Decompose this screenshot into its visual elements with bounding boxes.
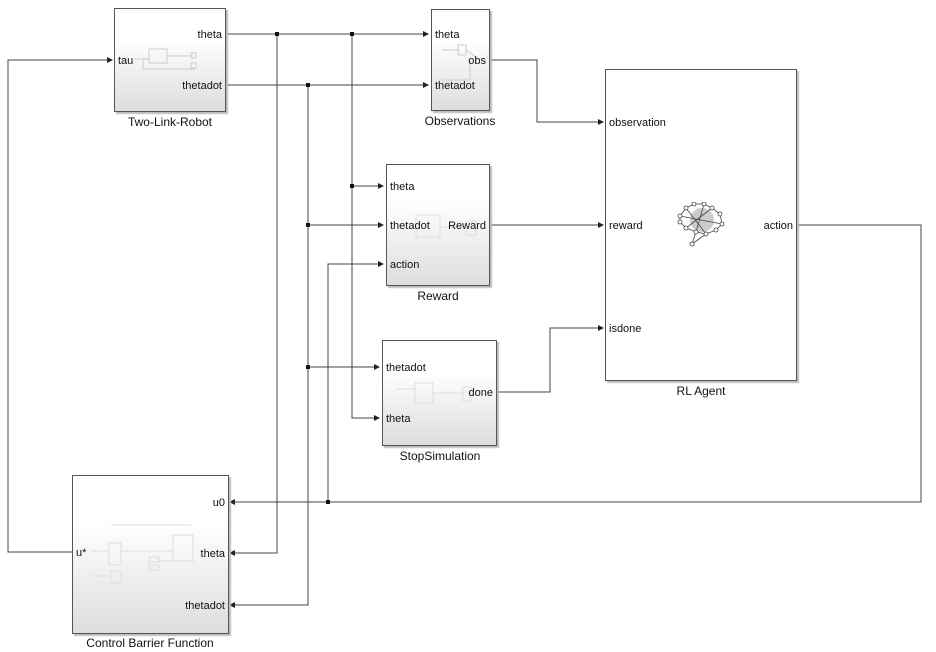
- wire-theta-reward[interactable]: [351, 34, 384, 189]
- port-theta: theta: [200, 548, 225, 560]
- junction-dot: [306, 83, 310, 87]
- port-thetadot: thetadot: [185, 600, 225, 612]
- control-barrier-function-block[interactable]: u* u0 theta thetadot: [72, 475, 229, 634]
- port-observation: observation: [609, 117, 666, 129]
- wire-u-star-tau[interactable]: [7, 57, 113, 553]
- port-tau: tau: [118, 55, 134, 67]
- wire-thetadot-cbf[interactable]: [229, 85, 309, 608]
- port-isdone: isdone: [609, 323, 642, 335]
- junction-dot: [306, 223, 310, 227]
- stop-simulation-block[interactable]: thetadot theta done: [382, 340, 497, 446]
- port-done: done: [468, 387, 493, 399]
- port-reward: Reward: [448, 220, 486, 232]
- wire-theta-stop[interactable]: [351, 186, 380, 421]
- wire-theta-cbf[interactable]: [229, 34, 278, 556]
- port-theta: theta: [197, 29, 222, 41]
- wire-obs[interactable]: [490, 59, 604, 125]
- rl-agent-label: RL Agent: [676, 384, 726, 398]
- port-action: action: [390, 259, 420, 271]
- reward-label: Reward: [417, 289, 459, 303]
- junction-dot: [350, 32, 354, 36]
- junction-dot: [306, 365, 310, 369]
- junction-dot: [326, 500, 330, 504]
- port-theta: theta: [390, 181, 415, 193]
- observations-block[interactable]: theta thetadot obs: [431, 9, 490, 111]
- control-barrier-function-label: Control Barrier Function: [86, 636, 214, 650]
- port-thetadot: thetadot: [386, 362, 426, 374]
- subsystem-preview-icon: [442, 44, 481, 81]
- observations-label: Observations: [424, 114, 496, 128]
- port-action: action: [763, 220, 793, 232]
- port-theta: theta: [386, 413, 411, 425]
- two-link-robot-block[interactable]: tau theta thetadot: [114, 8, 226, 112]
- subsystem-preview-icon: [415, 214, 477, 238]
- subsystem-preview-icon: [91, 524, 194, 584]
- port-theta: theta: [435, 29, 460, 41]
- port-thetadot: thetadot: [182, 80, 222, 92]
- two-link-robot-label: Two-Link-Robot: [127, 115, 213, 129]
- subsystem-preview-icon: [135, 48, 197, 70]
- port-thetadot: thetadot: [390, 220, 430, 232]
- port-u-star: u*: [76, 547, 87, 559]
- wire-action-cbf[interactable]: [229, 224, 922, 505]
- neural-network-icon: [677, 202, 725, 247]
- port-reward: reward: [609, 220, 643, 232]
- port-thetadot: thetadot: [435, 80, 475, 92]
- rl-agent-block[interactable]: observation reward isdone action: [605, 69, 797, 381]
- junction-dot: [350, 184, 354, 188]
- stop-simulation-label: StopSimulation: [399, 449, 481, 463]
- port-u0: u0: [212, 497, 225, 509]
- port-obs: obs: [468, 55, 486, 67]
- junction-dot: [275, 32, 279, 36]
- wire-action-reward[interactable]: [327, 261, 384, 502]
- subsystem-preview-icon: [397, 382, 472, 404]
- reward-block[interactable]: theta thetadot action Reward: [386, 164, 490, 286]
- wire-done[interactable]: [497, 325, 604, 393]
